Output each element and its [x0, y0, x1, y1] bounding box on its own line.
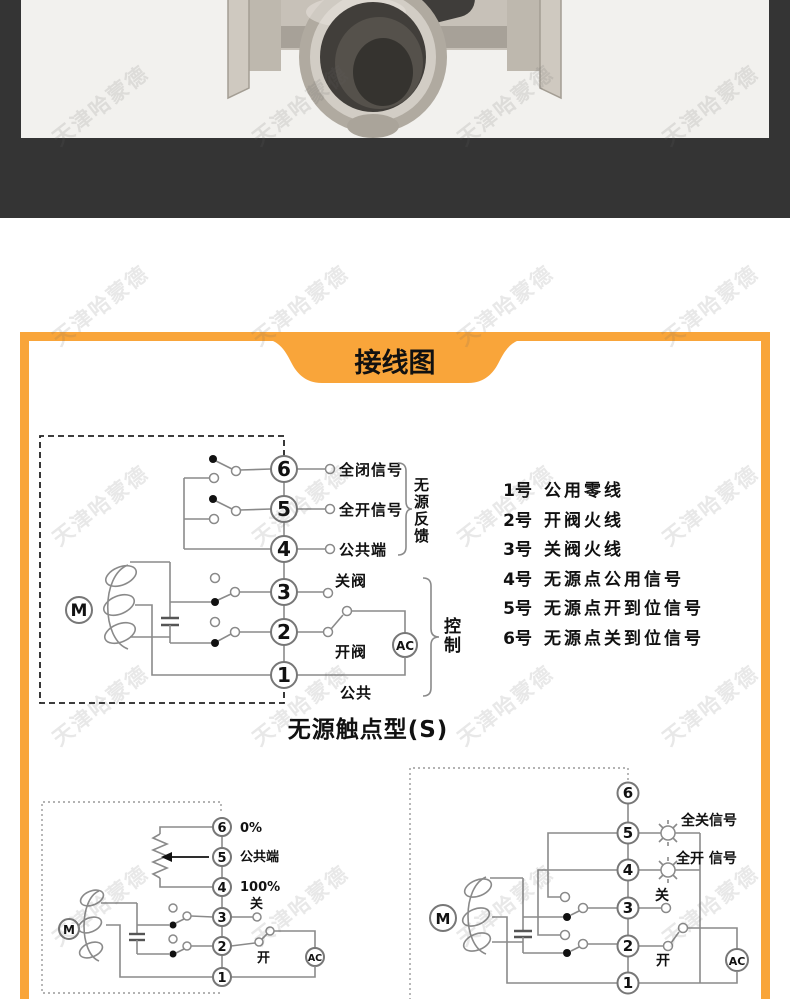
wiring-section-frame — [20, 332, 770, 999]
wire-legend: 1号公用零线 2号开阀火线 3号关阀火线 4号无源点公用信号 5号无源点开到位信… — [494, 477, 704, 654]
legend-row-3: 3号关阀火线 — [494, 536, 704, 566]
legend-num: 6号 — [503, 628, 532, 649]
valve-bottom-lip — [347, 114, 399, 138]
legend-text: 无源点公用信号 — [544, 569, 684, 590]
control-group-label: 控制 — [440, 617, 460, 655]
section-title: 接线图 — [355, 348, 436, 379]
legend-row-6: 6号无源点关到位信号 — [494, 625, 704, 655]
legend-row-1: 1号公用零线 — [494, 477, 704, 507]
legend-num: 2号 — [503, 510, 532, 531]
legend-num: 4号 — [503, 569, 532, 590]
feedback-group-label: 无源反馈 — [412, 477, 430, 545]
legend-num: 5号 — [503, 599, 532, 619]
dark-band — [0, 0, 790, 218]
legend-text: 公用零线 — [544, 481, 624, 501]
valve-flange-right — [539, 0, 562, 100]
valve-neck-right — [507, 0, 541, 71]
section-banner: 接线图 — [258, 338, 532, 383]
legend-row-5: 5号无源点开到位信号 — [494, 595, 704, 625]
legend-row-4: 4号无源点公用信号 — [494, 566, 704, 596]
valve-bore-deep — [353, 38, 413, 106]
product-photo — [21, 0, 769, 138]
legend-row-2: 2号开阀火线 — [494, 507, 704, 537]
valve-neck-left — [247, 0, 281, 71]
legend-text: 无源点开到位信号 — [544, 599, 704, 619]
legend-num: 1号 — [503, 481, 532, 501]
valve-flange-left — [227, 0, 250, 100]
banner-tab-shape — [258, 338, 532, 383]
valve-photo-illustration — [227, 0, 562, 138]
legend-num: 3号 — [503, 540, 532, 560]
legend-text: 开阀火线 — [544, 510, 624, 531]
legend-text: 关阀火线 — [544, 540, 624, 560]
legend-text: 无源点关到位信号 — [544, 628, 704, 649]
